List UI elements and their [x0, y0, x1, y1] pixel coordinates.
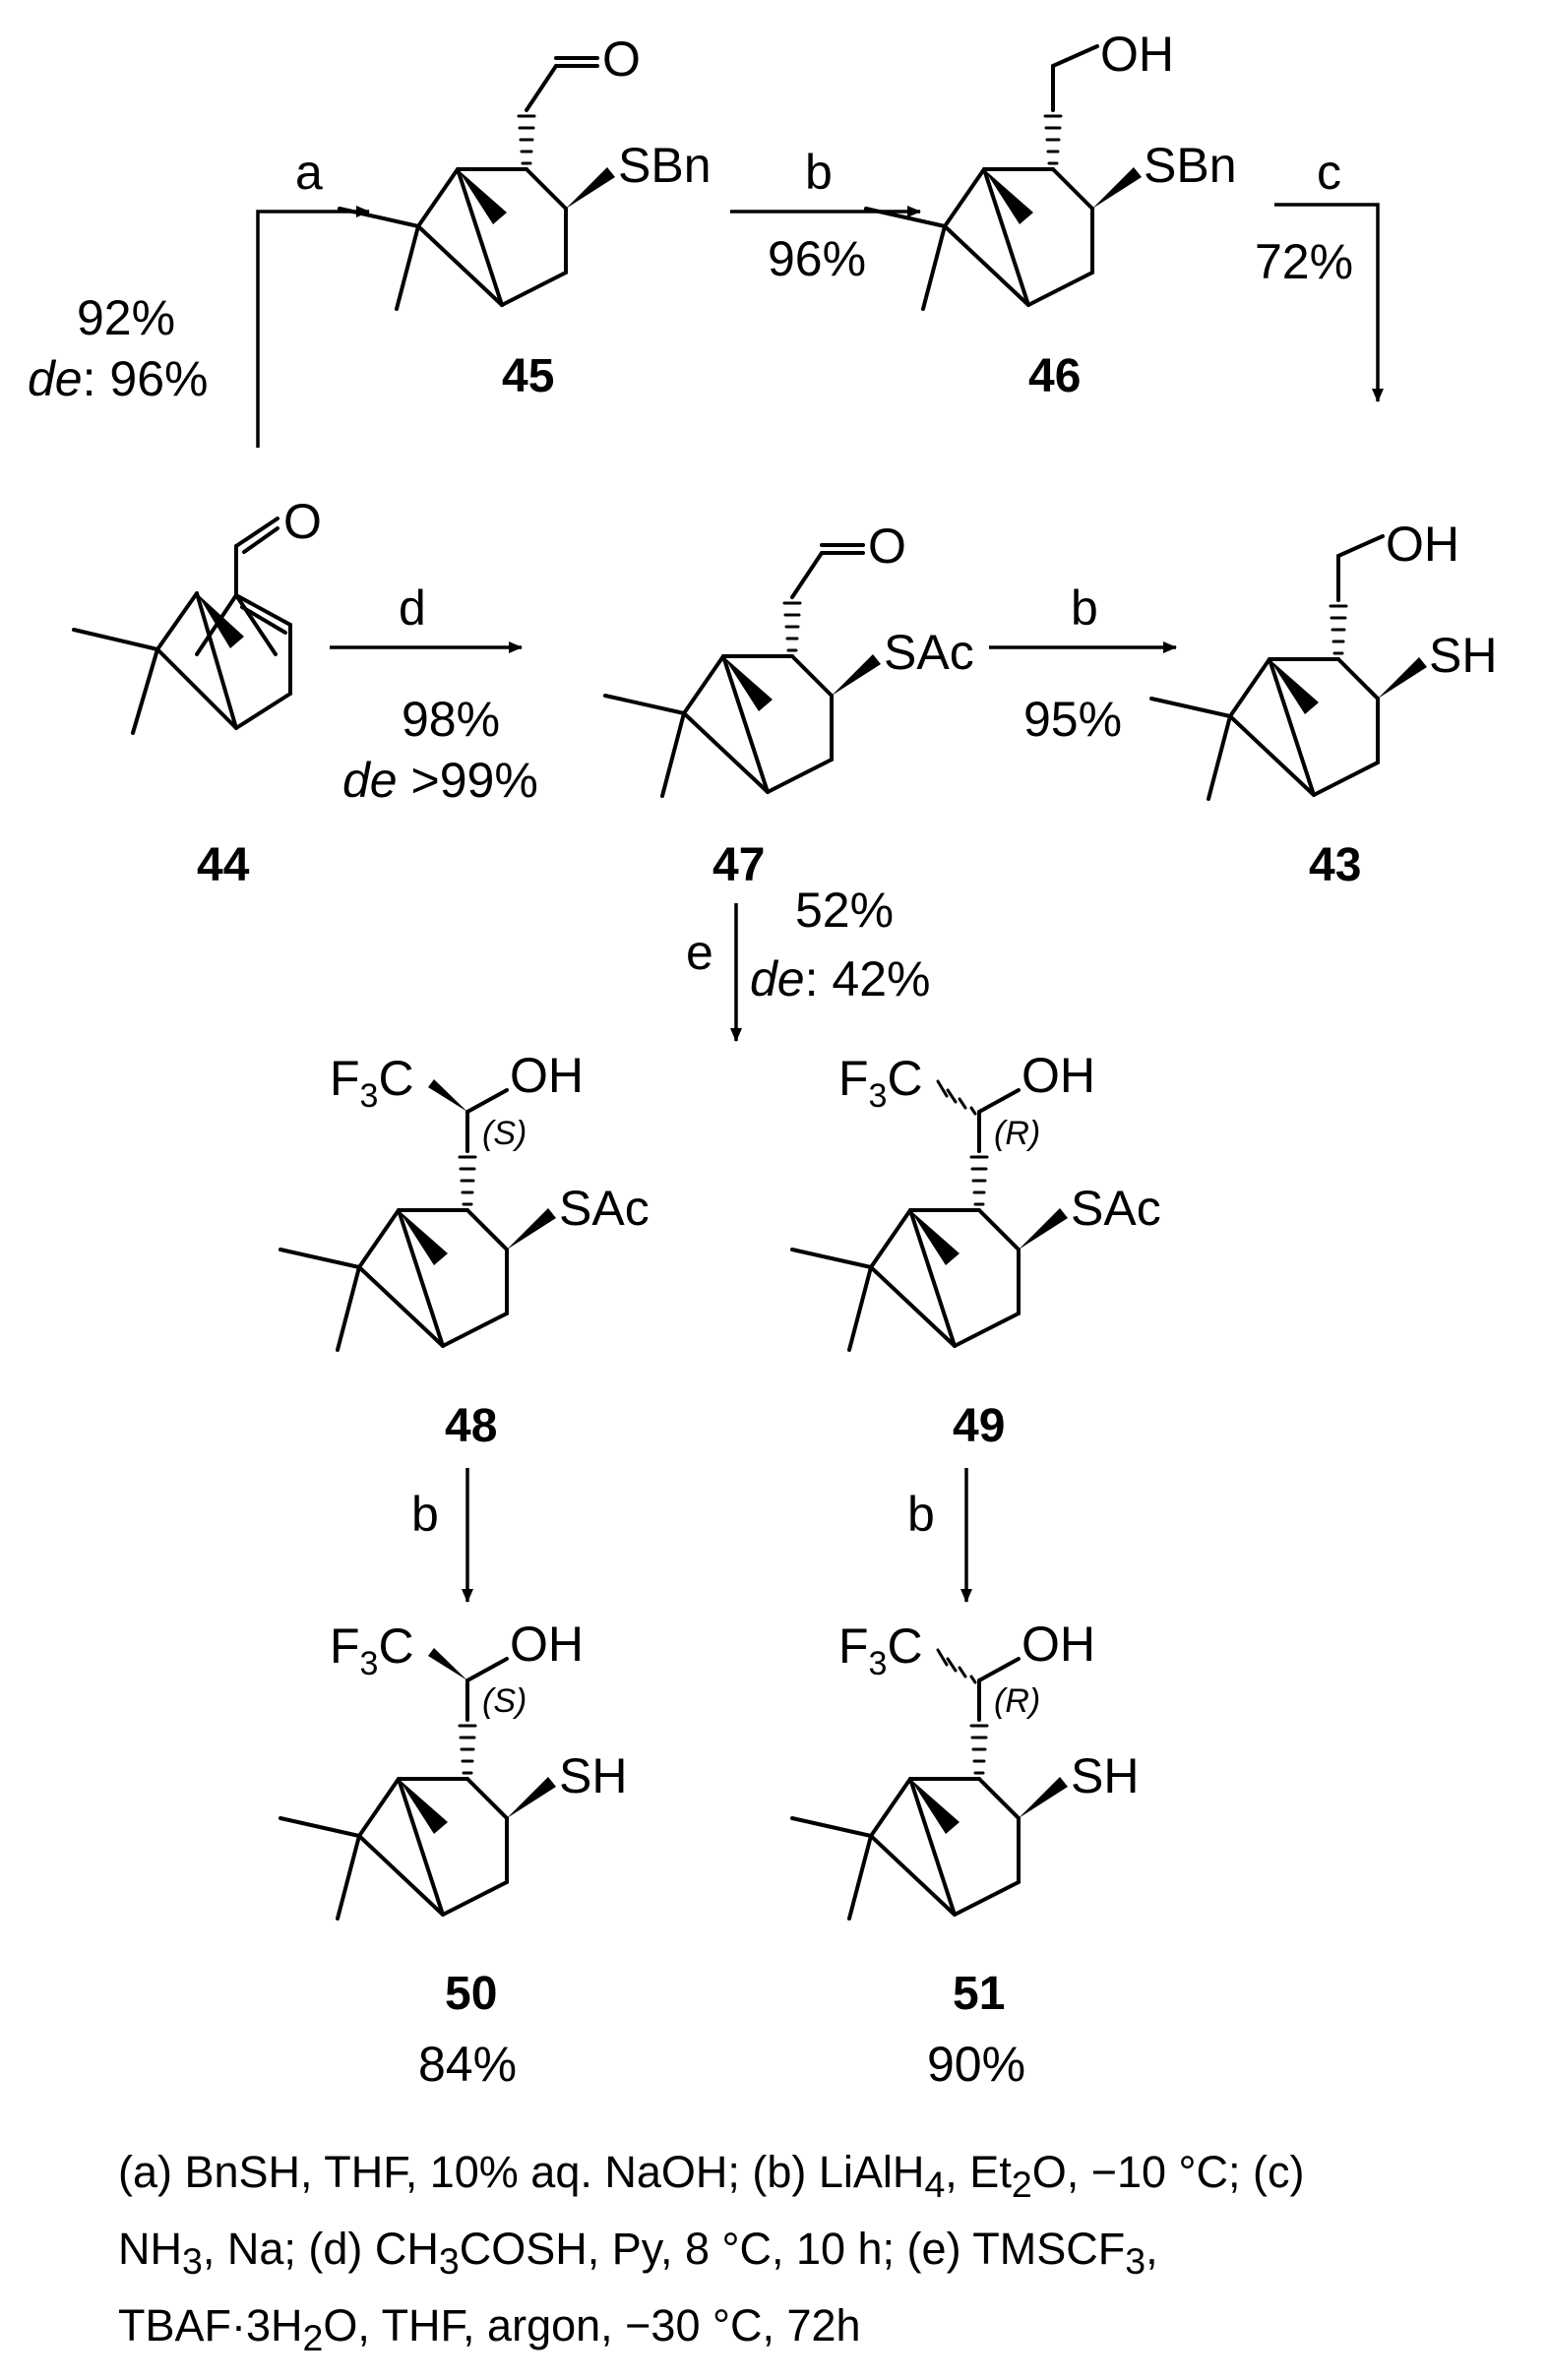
c51-cf3-group: F3C: [838, 1618, 923, 1682]
arrow-d-yield: 98%: [402, 692, 500, 747]
c48-cf3-group: F3C: [330, 1051, 414, 1115]
arrow-a-yield: 92%: [77, 290, 175, 345]
c47-number: 47: [712, 839, 765, 891]
c49-cf3-group: F3C: [838, 1051, 923, 1115]
c49-stereodescriptor: (R): [994, 1115, 1040, 1152]
compound-44: [72, 517, 292, 735]
conditions-line-3: TBAF·3H2O, THF, argon, −30 °C, 72h: [118, 2300, 861, 2358]
c48-number: 48: [445, 1400, 497, 1452]
c49-sac-label: SAc: [1071, 1181, 1161, 1236]
c46-number: 46: [1028, 350, 1081, 402]
c51-sh-label: SH: [1071, 1748, 1139, 1803]
c51-hydroxyl: OH: [1022, 1617, 1095, 1672]
c45-sbn-label: SBn: [618, 138, 712, 193]
arrow-b2-letter: b: [1071, 580, 1098, 636]
c43-hydroxyl: OH: [1386, 517, 1459, 572]
c48-stereodescriptor: (S): [482, 1115, 526, 1152]
arrow-b1-letter: b: [805, 145, 833, 200]
c47-sac-label: SAc: [884, 625, 974, 680]
arrow-e-letter: e: [686, 925, 713, 980]
c50-hydroxyl: OH: [510, 1617, 584, 1672]
c46-hydroxyl: OH: [1100, 27, 1174, 82]
c49-number: 49: [953, 1400, 1005, 1452]
c46-sbn-label: SBn: [1144, 138, 1237, 193]
c43-number: 43: [1309, 839, 1361, 891]
compound-48: [279, 1079, 556, 1352]
arrow-c-letter: c: [1317, 145, 1341, 200]
arrow-b2-yield: 95%: [1023, 692, 1122, 747]
compound-43: [1149, 534, 1427, 801]
c50-sh-label: SH: [559, 1748, 627, 1803]
arrow-d-letter: d: [399, 580, 426, 636]
arrow-b1-yield: 96%: [768, 231, 866, 286]
c47-oxygen: O: [868, 519, 906, 574]
c44-oxygen: O: [283, 494, 322, 549]
conditions-line-1: (a) BnSH, THF, 10% aq. NaOH; (b) LiAlH4,…: [118, 2147, 1305, 2205]
c50-cf3-group: F3C: [330, 1618, 414, 1682]
arrow-b4-letter: b: [907, 1487, 935, 1542]
compound-45: [338, 56, 615, 311]
compound-51: [790, 1648, 1068, 1921]
c45-oxygen: O: [602, 31, 641, 87]
c51-yield: 90%: [927, 2037, 1025, 2092]
c44-number: 44: [197, 839, 250, 891]
arrow-b3-letter: b: [411, 1487, 439, 1542]
arrow-a-de: de: 96%: [28, 351, 208, 406]
c48-sac-label: SAc: [559, 1181, 650, 1236]
c50-number: 50: [445, 1968, 497, 2020]
c48-hydroxyl: OH: [510, 1048, 584, 1103]
c50-yield: 84%: [418, 2037, 517, 2092]
arrow-a-letter: a: [295, 145, 323, 200]
compound-46: [864, 44, 1142, 311]
compound-47: [603, 543, 881, 798]
c43-sh-label: SH: [1429, 628, 1497, 683]
reaction-conditions: (a) BnSH, THF, 10% aq. NaOH; (b) LiAlH4,…: [118, 2140, 1516, 2370]
conditions-line-2: NH3, Na; (d) CH3COSH, Py, 8 °C, 10 h; (e…: [118, 2224, 1158, 2282]
c51-number: 51: [953, 1968, 1005, 2020]
arrow-d-de: de >99%: [342, 753, 538, 808]
arrow-e-de: de: 42%: [750, 951, 930, 1007]
c50-stereodescriptor: (S): [482, 1682, 526, 1720]
arrow-e-yield: 52%: [795, 883, 894, 938]
c49-hydroxyl: OH: [1022, 1048, 1095, 1103]
compound-49: [790, 1079, 1068, 1352]
arrow-a: [256, 206, 370, 448]
arrow-c: [1274, 203, 1384, 402]
c45-number: 45: [502, 350, 554, 402]
arrow-c-yield: 72%: [1255, 234, 1353, 289]
c51-stereodescriptor: (R): [994, 1682, 1040, 1720]
compound-50: [279, 1648, 556, 1921]
